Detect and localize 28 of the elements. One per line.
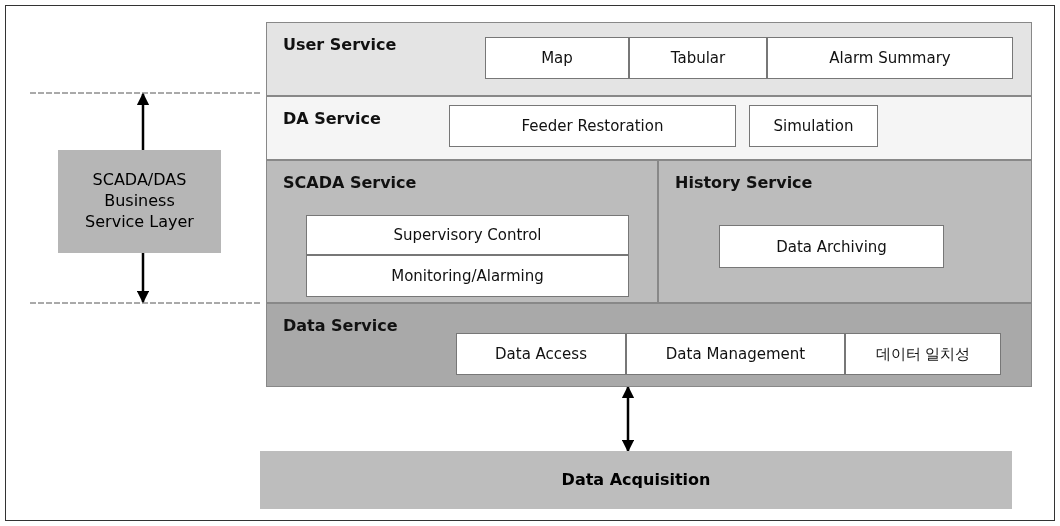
arrow [136,92,150,150]
acquisition-bar [260,451,1012,509]
module-box: Map [485,37,629,79]
service-band [266,22,1032,96]
module-box: Supervisory Control [306,215,629,255]
module-box: Tabular [629,37,767,79]
arrow [621,385,635,453]
module-box: Feeder Restoration [449,105,736,147]
bar-label: Data Acquisition [561,469,711,491]
arrow [136,253,150,304]
band-heading: User Service [283,35,397,54]
layer-label: SCADA/DAS Business Service Layer [84,170,195,233]
band-heading: History Service [675,173,813,192]
module-box: Monitoring/Alarming [306,255,629,297]
module-box: Data Archiving [719,225,944,268]
service-band [266,303,1032,387]
service-band [266,160,658,303]
module-box: 데이터 일치성 [845,333,1001,375]
band-heading: DA Service [283,109,381,128]
service-band [658,160,1032,303]
band-heading: SCADA Service [283,173,417,192]
module-box: Alarm Summary [767,37,1013,79]
band-heading: Data Service [283,316,398,335]
module-box: Data Access [456,333,626,375]
module-box: Simulation [749,105,878,147]
layer-box [58,150,221,253]
service-band [266,96,1032,160]
module-box: Data Management [626,333,845,375]
